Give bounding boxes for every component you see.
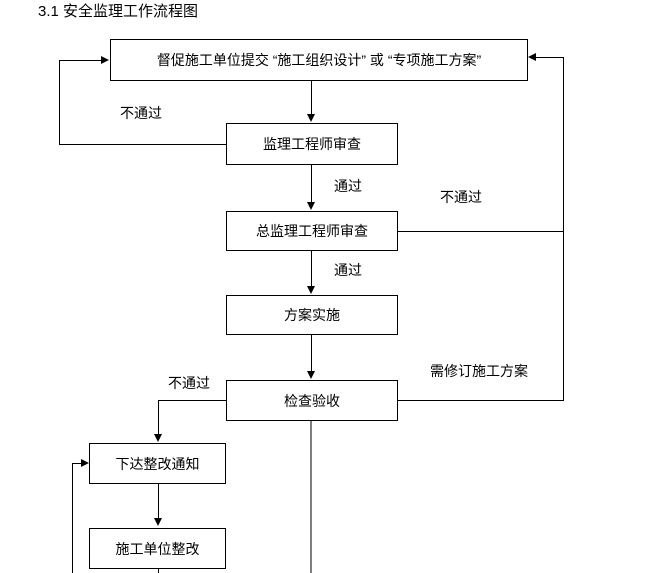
- node-issue-notice[interactable]: 下达整改通知: [89, 443, 226, 484]
- arrow-chief-to-implement-icon: [307, 286, 315, 294]
- arrow-notice-to-rectify-icon: [154, 518, 162, 526]
- node-engineer-review-label: 监理工程师审查: [263, 136, 361, 152]
- node-submit-plan-label: 督促施工单位提交 “施工组织设计” 或 “专项施工方案”: [156, 52, 482, 68]
- connector-engineer-fail-vertical: [59, 60, 60, 145]
- edge-label-pass-chief: 通过: [334, 262, 362, 278]
- node-inspect-accept-label: 检查验收: [284, 392, 340, 409]
- connector-engineer-fail-horizontal: [59, 144, 226, 145]
- connector-chief-fail-return: [536, 57, 564, 58]
- edge-label-fail-chief: 不通过: [440, 189, 482, 205]
- connector-submit-to-engineer: [311, 81, 312, 115]
- node-inspect-accept[interactable]: 检查验收: [226, 380, 398, 421]
- node-chief-review-label: 总监理工程师审查: [256, 223, 368, 239]
- arrow-submit-to-engineer-icon: [307, 114, 315, 122]
- connector-notice-to-rectify: [158, 484, 159, 519]
- arrow-engineer-fail-to-submit-icon: [101, 56, 109, 64]
- connector-inspect-fail-horizontal: [158, 400, 226, 401]
- arrow-inspect-fail-to-notice-icon: [154, 434, 162, 442]
- node-chief-review[interactable]: 总监理工程师审查: [226, 211, 398, 251]
- connector-inspect-continue-down: [310, 421, 312, 573]
- edge-label-fail-engineer: 不通过: [120, 105, 162, 121]
- connector-implement-to-inspect: [311, 335, 312, 372]
- connector-inspect-fail-vertical: [158, 400, 159, 435]
- connector-engineer-fail-return: [59, 60, 102, 61]
- arrow-engineer-to-chief-icon: [307, 202, 315, 210]
- node-engineer-review[interactable]: 监理工程师审查: [226, 123, 398, 165]
- node-contractor-rectify[interactable]: 施工单位整改: [89, 528, 226, 569]
- edge-label-fail-inspect: 不通过: [168, 375, 210, 391]
- connector-rectify-return-horizontal: [72, 463, 83, 464]
- arrow-rectify-to-notice-icon: [81, 459, 89, 467]
- node-plan-implement-label: 方案实施: [284, 307, 340, 323]
- node-plan-implement[interactable]: 方案实施: [226, 295, 398, 335]
- connector-chief-fail-vertical: [563, 57, 564, 232]
- arrow-implement-to-inspect-icon: [307, 371, 315, 379]
- edge-label-pass-engineer: 通过: [334, 178, 362, 194]
- node-contractor-rectify-label: 施工单位整改: [115, 540, 200, 557]
- connector-rectify-continue-down: [158, 569, 159, 573]
- connector-chief-to-implement: [311, 251, 312, 287]
- arrow-chief-fail-to-submit-icon: [528, 53, 536, 61]
- connector-engineer-to-chief: [311, 165, 312, 203]
- node-submit-plan[interactable]: 督促施工单位提交 “施工组织设计” 或 “专项施工方案”: [110, 39, 528, 81]
- edge-label-revise-required: 需修订施工方案: [430, 363, 528, 379]
- node-issue-notice-label: 下达整改通知: [115, 455, 200, 472]
- connector-chief-fail-horizontal: [398, 231, 563, 232]
- page-title: 3.1 安全监理工作流程图: [38, 3, 199, 20]
- connector-inspect-revise-vertical: [563, 231, 564, 401]
- connector-rectify-return-vertical: [72, 463, 73, 573]
- connector-inspect-revise-horizontal: [398, 400, 563, 401]
